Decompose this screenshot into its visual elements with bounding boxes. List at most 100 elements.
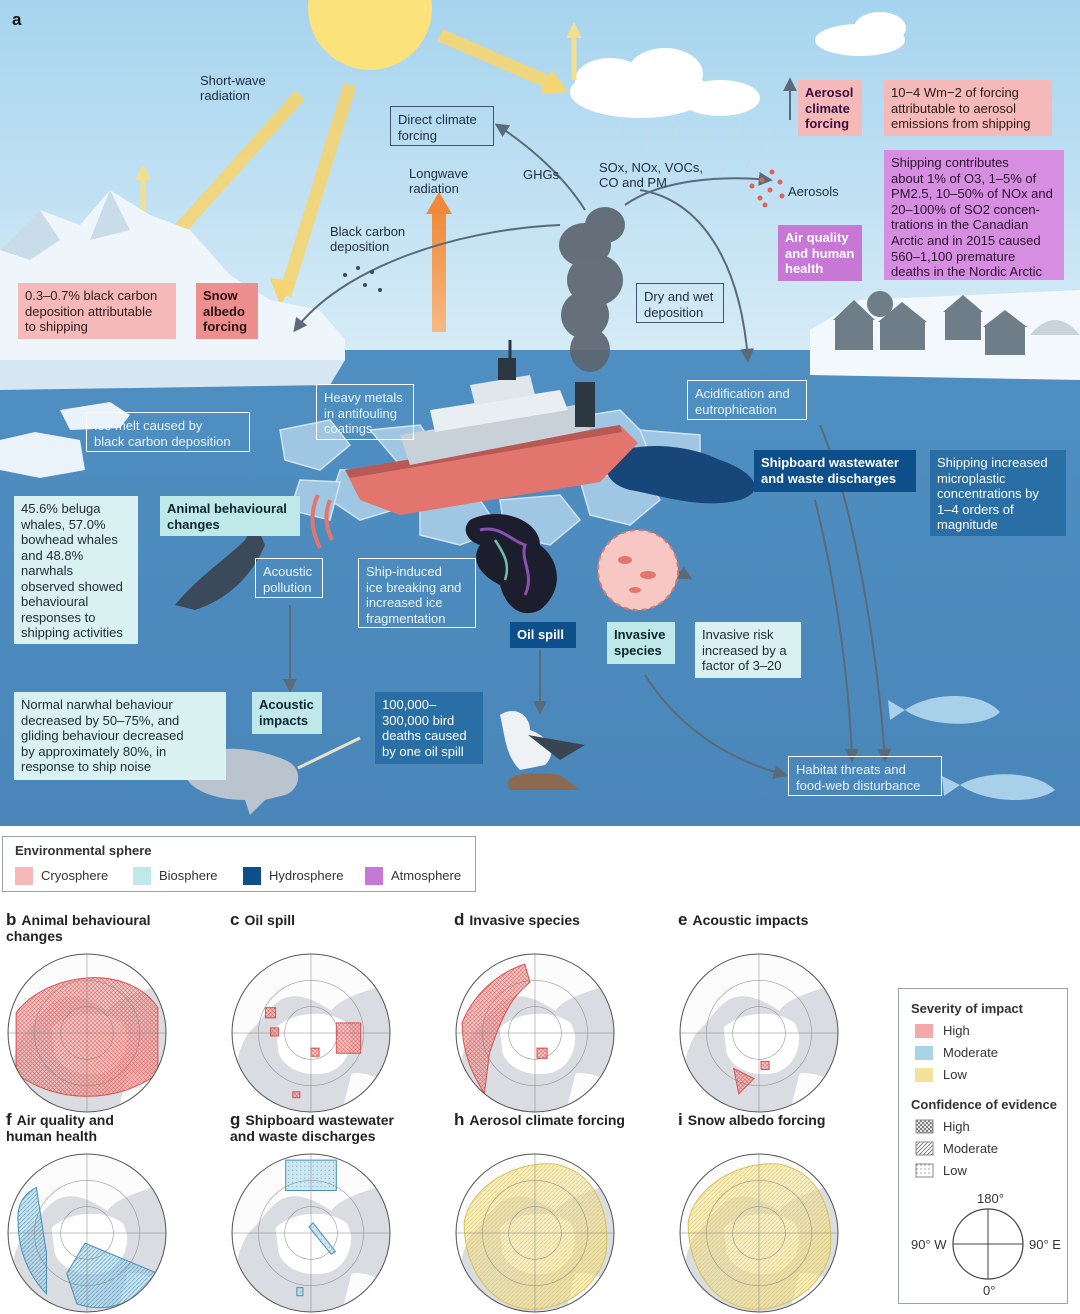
panel-letter-a: a	[12, 10, 22, 29]
compass-right: 90° E	[1029, 1237, 1061, 1252]
legend-conf-title: Confidence of evidence	[911, 1097, 1057, 1112]
label-sox: SOx, NOx, VOCs, CO and PM	[599, 160, 704, 190]
legend-cryosphere: Cryosphere	[41, 868, 109, 883]
arctic-map-b	[7, 953, 167, 1113]
legend-sev-low: Low	[943, 1067, 967, 1082]
label-short-wave: Short-wave radiation	[200, 73, 266, 103]
box-animal-behaviour: Animal behavioural changes	[160, 496, 300, 536]
swatch-sev-high	[915, 1024, 933, 1038]
compass-left: 90° W	[911, 1237, 947, 1252]
swatch-biosphere	[133, 867, 151, 885]
scene-illustration	[0, 0, 1080, 826]
label-aerosols: Aerosols	[788, 184, 839, 199]
box-oil-spill: Oil spill	[510, 622, 576, 648]
map-title-text-c: Oil spill	[244, 912, 296, 928]
legend-conf-moderate: Moderate	[943, 1141, 998, 1156]
legend-conf-low: Low	[943, 1163, 967, 1178]
legend-atmosphere: Atmosphere	[391, 868, 462, 883]
box-invasive: Invasive species	[607, 622, 675, 664]
label-dry-wet: Dry and wet deposition	[636, 283, 724, 323]
confidence-swatches	[915, 1119, 934, 1178]
map-letter-f: f	[6, 1110, 12, 1129]
label-ice-melt: Ice melt caused by black carbon depositi…	[86, 412, 250, 452]
box-acoustic-impacts: Acoustic impacts	[252, 692, 322, 734]
compass-top: 180°	[977, 1191, 1004, 1206]
swatch-atmosphere	[365, 867, 383, 885]
arctic-map-g	[231, 1153, 391, 1313]
compass-bottom: 0°	[983, 1283, 996, 1298]
box-beluga: 45.6% beluga whales, 57.0% bowhead whale…	[14, 496, 138, 644]
box-shipping-contrib: Shipping contributes about 1% of O3, 1–5…	[884, 150, 1064, 280]
box-bird-deaths: 100,000– 300,000 bird deaths caused by o…	[375, 692, 483, 764]
map-title-text-d: Invasive species	[469, 912, 580, 928]
arctic-map-c	[231, 953, 391, 1113]
box-wastewater: Shipboard wastewater and waste discharge…	[754, 450, 916, 492]
swatch-cryosphere	[15, 867, 33, 885]
arctic-map-i	[679, 1153, 839, 1313]
swatch-sev-low	[915, 1068, 933, 1082]
legend-sev-title: Severity of impact	[911, 1001, 1023, 1016]
map-letter-d: d	[454, 910, 465, 929]
legend-sev-moderate: Moderate	[943, 1045, 998, 1060]
arctic-map-e	[679, 953, 839, 1113]
label-longwave: Longwave radiation	[409, 166, 469, 196]
swatch-conf-low	[915, 1163, 934, 1178]
box-air-quality: Air quality and human health	[778, 225, 862, 281]
label-habitat: Habitat threats and food-web disturbance	[788, 756, 942, 796]
severity-legend: Severity of impact High Moderate Low Con…	[898, 988, 1068, 1304]
map-letter-e: e	[678, 910, 688, 929]
environmental-sphere-legend: Environmental sphere Cryosphere Biospher…	[2, 836, 476, 892]
box-microplastic: Shipping increased microplastic concentr…	[930, 450, 1066, 536]
box-aerosol-forcing: Aerosol climate forcing	[798, 80, 862, 136]
label-direct-climate: Direct climate forcing	[390, 106, 494, 146]
map-letter-b: b	[6, 910, 17, 929]
map-title-text-g: Shipboard wastewater and waste discharge…	[230, 1112, 394, 1144]
sun-icon	[308, 0, 432, 70]
legend-hydrosphere: Hydrosphere	[269, 868, 344, 883]
box-narwhal-note: Normal narwhal behaviour decreased by 50…	[14, 692, 226, 780]
map-title-text-b: Animal behavioural changes	[6, 912, 151, 944]
map-title-text-f: Air quality and human health	[6, 1112, 114, 1144]
label-ice-breaking: Ship-induced ice breaking and increased …	[358, 558, 476, 628]
label-acoustic-pollution: Acoustic pollution	[255, 558, 323, 598]
arctic-map-d	[455, 953, 615, 1113]
map-letter-h: h	[454, 1110, 465, 1129]
map-title-text-h: Aerosol climate forcing	[469, 1112, 625, 1128]
box-aerosol-forcing-note: 10−4 Wm−2 of forcing attributable to aer…	[884, 80, 1052, 136]
label-heavy-metals: Heavy metals in antifouling coatings	[316, 384, 414, 440]
invasive-species-icon	[597, 529, 679, 611]
legend-sev-high: High	[943, 1023, 970, 1038]
fish-icon	[888, 696, 1055, 801]
ship-icon	[345, 340, 638, 515]
label-acidification: Acidification and eutrophication	[687, 380, 807, 420]
label-ghgs: GHGs	[523, 167, 560, 182]
swatch-hydrosphere	[243, 867, 261, 885]
arctic-map-f	[7, 1153, 167, 1313]
map-title-text-i: Snow albedo forcing	[687, 1112, 826, 1128]
box-snow-albedo: Snow albedo forcing	[196, 283, 258, 339]
label-black-carbon: Black carbon deposition	[330, 224, 406, 254]
cloud-small-icon	[815, 12, 906, 56]
map-letter-c: c	[230, 910, 240, 929]
map-letter-i: i	[678, 1110, 683, 1129]
whale-icon	[175, 522, 265, 610]
panel-a-scene: a Short-wave radiation Direct climate fo…	[0, 0, 1080, 826]
arctic-map-h	[455, 1153, 615, 1313]
seabird-icon	[500, 710, 585, 790]
legend-env-title: Environmental sphere	[15, 843, 152, 858]
compass-rose	[952, 1208, 1024, 1280]
box-invasive-note: Invasive risk increased by a factor of 3…	[695, 622, 801, 678]
swatch-sev-moderate	[915, 1046, 933, 1060]
box-black-carbon-note: 0.3–0.7% black carbon deposition attribu…	[18, 283, 176, 339]
legend-conf-high: High	[943, 1119, 970, 1134]
smoke-plume	[559, 207, 625, 372]
legend-biosphere: Biosphere	[159, 868, 218, 883]
cloud-icon	[570, 48, 760, 118]
